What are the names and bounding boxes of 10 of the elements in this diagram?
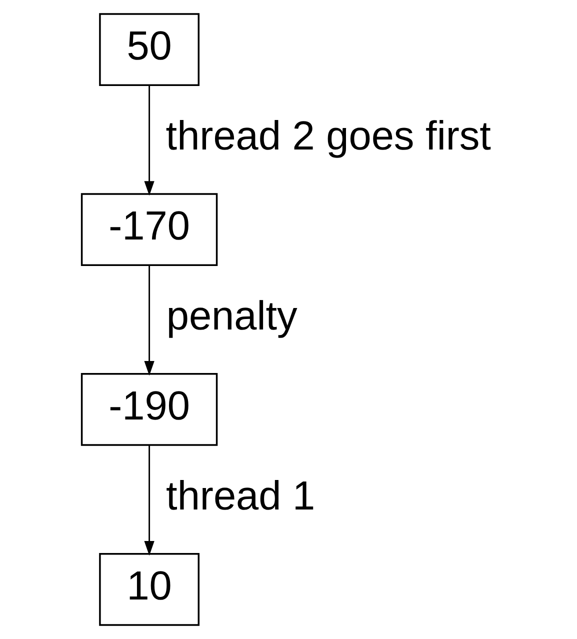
node-box: 50 <box>98 13 200 86</box>
arrow <box>144 265 154 376</box>
edge-label: penalty <box>166 292 297 339</box>
edge-label: thread 1 <box>166 472 315 518</box>
node-box: 10 <box>98 553 200 626</box>
arrow <box>144 85 154 196</box>
arrow <box>144 445 154 556</box>
edge-label: thread 2 goes first <box>165 112 490 159</box>
node-box: -170 <box>80 193 218 266</box>
node-box: -190 <box>80 373 218 446</box>
